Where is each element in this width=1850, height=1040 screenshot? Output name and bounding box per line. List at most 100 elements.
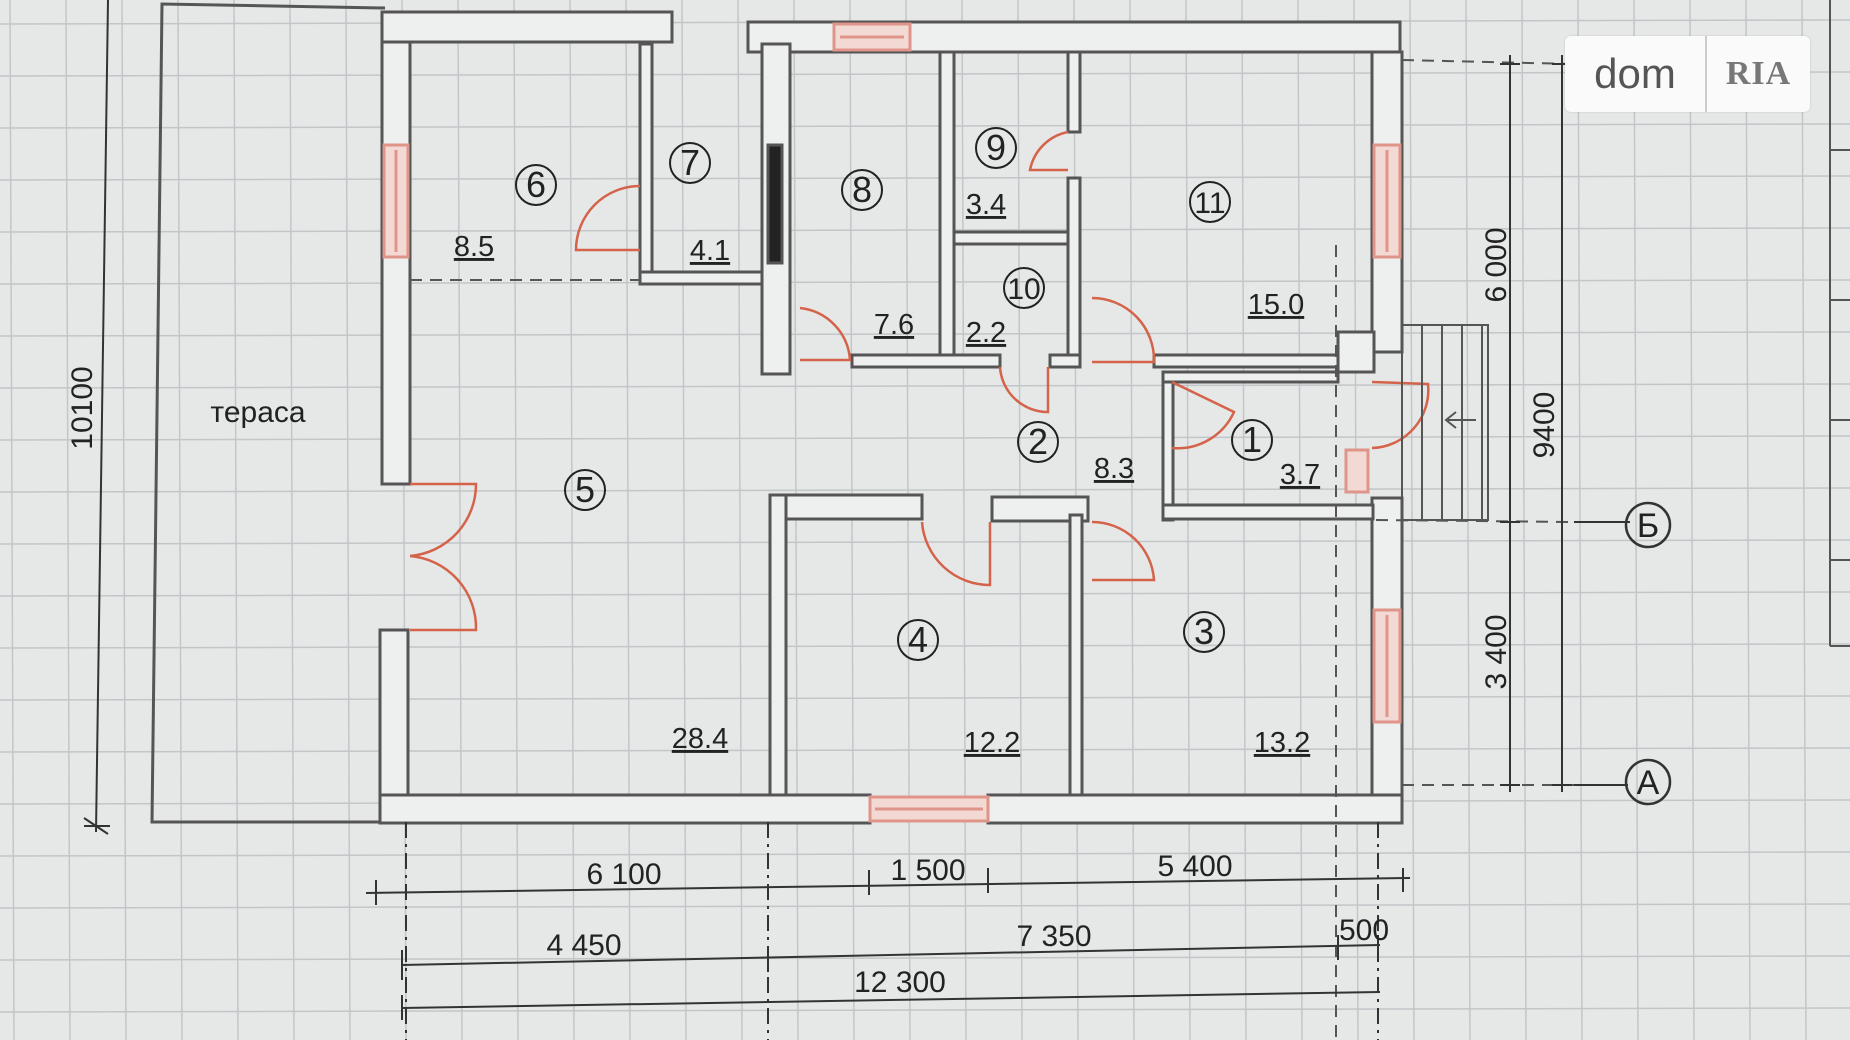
dim-bottom-1-c: 5 400 (1157, 850, 1232, 883)
room-5: 5 28.4 (564, 469, 728, 755)
room-labels: 1 3.7 2 8.3 3 13.2 4 12.2 5 28.4 6 8.5 (454, 127, 1320, 759)
room-area: 3.7 (1280, 459, 1320, 491)
grid-line (681, 0, 687, 1040)
room-number: 5 (575, 469, 595, 510)
room-4: 4 12.2 (897, 619, 1020, 759)
grid-line (121, 0, 127, 1040)
grid-line (1521, 0, 1527, 1040)
dim-right-lower: 3 400 (1480, 614, 1513, 689)
terrace-outline (150, 2, 386, 824)
dim-bottom-2-a: 4 450 (546, 929, 621, 962)
grid-line (1689, 0, 1695, 1040)
grid-line (625, 0, 631, 1040)
grid-line (0, 487, 1850, 493)
room-number: 9 (986, 127, 1006, 168)
room-area: 15.0 (1248, 289, 1304, 321)
dim-bottom-2-c: 500 (1339, 914, 1389, 947)
room-6: 6 8.5 (454, 164, 557, 263)
grid-line (0, 71, 1850, 77)
room-number: 11 (1194, 187, 1225, 220)
room-number: 3 (1194, 611, 1214, 652)
grid-line (233, 0, 239, 1040)
grid-line (0, 851, 1850, 857)
axis-label-a: А (1637, 764, 1660, 802)
dim-right-upper: 6 000 (1480, 227, 1513, 302)
grid-line (0, 435, 1850, 441)
grid-line (0, 175, 1850, 181)
grid-line (0, 643, 1850, 649)
room-number: 8 (852, 169, 872, 210)
grid-line (0, 383, 1850, 389)
room-area: 28.4 (672, 723, 728, 755)
grid-line (177, 0, 183, 1040)
edge-marks (1829, 0, 1850, 647)
grid-line (0, 331, 1850, 337)
room-area: 2.2 (966, 317, 1006, 349)
dimension-lines (83, 0, 1572, 1040)
room-7: 7 4.1 (669, 142, 730, 267)
grid-line (0, 279, 1850, 285)
dim-total-height: 10100 (66, 366, 99, 449)
axis-marker-b: Б (1574, 501, 1672, 549)
grid-line (0, 747, 1850, 753)
grid-line (0, 539, 1850, 545)
terrace-label: тераса (210, 396, 305, 429)
dim-right-overall: 9400 (1528, 392, 1561, 459)
axis-marker-a: А (1574, 758, 1672, 806)
room-9: 9 3.4 (966, 127, 1017, 221)
grid-line (0, 695, 1850, 701)
dimension-labels: 10100 6 000 3 400 9400 6 100 1 500 5 400… (66, 227, 1561, 999)
room-area: 12.2 (964, 727, 1020, 759)
watermark-dom-text: dom (1565, 36, 1707, 112)
grid-line (0, 903, 1850, 909)
grid-line (961, 0, 967, 1040)
grid-line (1577, 0, 1583, 1040)
room-area: 3.4 (966, 189, 1006, 221)
grid-line (0, 123, 1850, 129)
partition-lines (410, 59, 1575, 1040)
grid-line (0, 1007, 1850, 1013)
grid-line (65, 0, 71, 1040)
grid-line (0, 591, 1850, 597)
room-number: 7 (680, 142, 700, 183)
domria-watermark: dom RIA (1565, 36, 1810, 112)
room-area: 4.1 (690, 235, 730, 267)
grid-line (1745, 0, 1751, 1040)
grid-line (1801, 0, 1807, 1040)
doors (409, 130, 1430, 632)
room-3: 3 13.2 (1183, 611, 1310, 759)
room-area: 8.5 (454, 231, 494, 263)
grid-line (1129, 0, 1135, 1040)
grid-line (0, 955, 1850, 961)
grid-line (289, 0, 295, 1040)
room-number: 1 (1242, 419, 1262, 460)
room-number: 10 (1007, 273, 1040, 306)
room-number: 2 (1028, 421, 1048, 462)
watermark-ria-logo: RIA (1725, 55, 1792, 92)
dim-bottom-1-b: 1 500 (890, 854, 965, 887)
axis-label-b: Б (1637, 507, 1659, 545)
grid-line (569, 0, 575, 1040)
grid-line (513, 0, 519, 1040)
entrance-steps (1401, 324, 1489, 521)
room-area: 8.3 (1094, 453, 1134, 485)
walls (378, 10, 1404, 825)
windows (382, 22, 1402, 823)
room-8: 8 7.6 (841, 169, 914, 341)
room-number: 6 (526, 164, 546, 205)
grid-line (737, 0, 743, 1040)
room-1: 1 3.7 (1231, 419, 1320, 491)
room-2: 2 8.3 (1017, 421, 1134, 485)
dim-bottom-1-a: 6 100 (586, 858, 661, 891)
dim-bottom-total: 12 300 (854, 966, 946, 999)
grid-line (457, 0, 463, 1040)
grid-line (1633, 0, 1639, 1040)
room-number: 4 (908, 619, 928, 660)
grid-line (345, 0, 351, 1040)
room-11: 11 15.0 (1189, 181, 1304, 321)
grid-line (9, 0, 15, 1040)
dim-bottom-2-b: 7 350 (1016, 920, 1091, 953)
grid-line (0, 227, 1850, 233)
